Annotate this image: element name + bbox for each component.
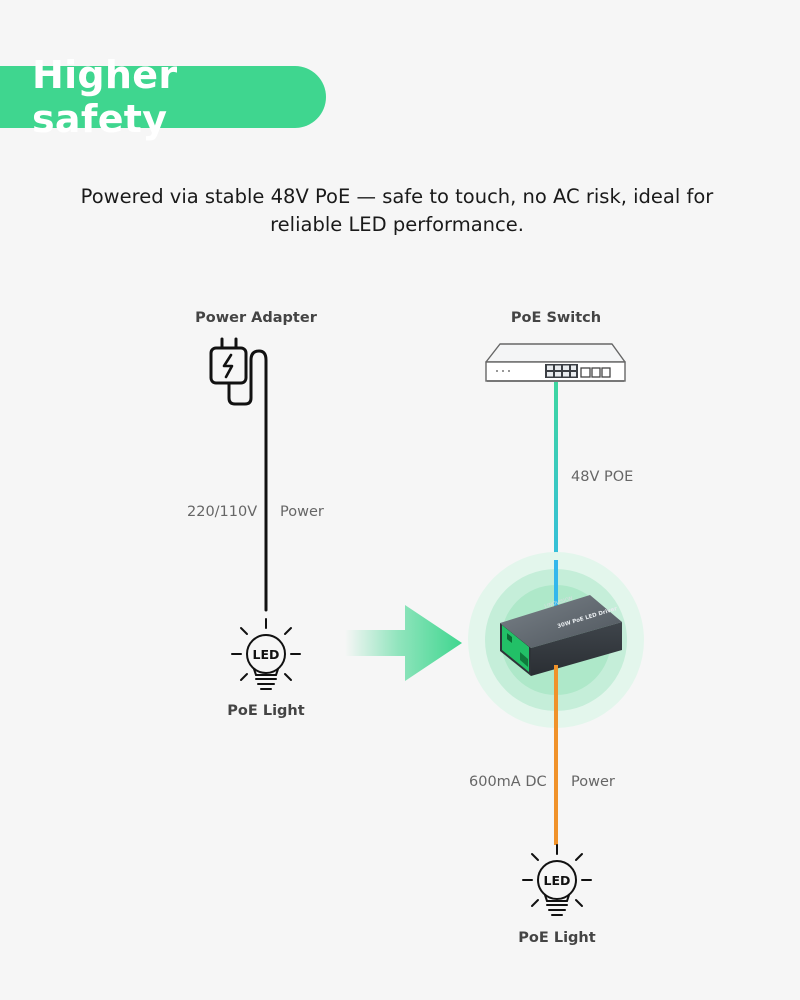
driver-icon [500,595,622,676]
voltage-label: 220/110V [187,504,258,520]
page-subtitle: Powered via stable 48V PoE — safe to tou… [80,185,714,236]
arrow-icon [345,605,462,681]
bulb-text-right: LED [544,873,571,888]
led-bulb-icon-left [231,618,301,690]
switch-icon [485,343,626,382]
poe-switch-label: PoE Switch [510,310,602,326]
poe-cable-glow [554,560,558,616]
poe-light-label-left: PoE Light [227,703,305,719]
led-bulb-icon-right [522,844,592,916]
title-banner: Higher safety [0,53,326,141]
bulb-text-left: LED [253,647,280,662]
poe-voltage-label: 48V POE [571,469,634,485]
poe-cable [554,382,558,614]
page-title: Higher safety [32,53,178,141]
plug-icon [209,337,268,612]
power-label-right: Power [571,774,615,790]
dc-cable [554,665,558,845]
poe-light-label-right: PoE Light [518,930,596,946]
current-label: 600mA DC [469,774,547,790]
power-adapter-label: Power Adapter [195,310,317,326]
power-label-left: Power [280,504,324,520]
